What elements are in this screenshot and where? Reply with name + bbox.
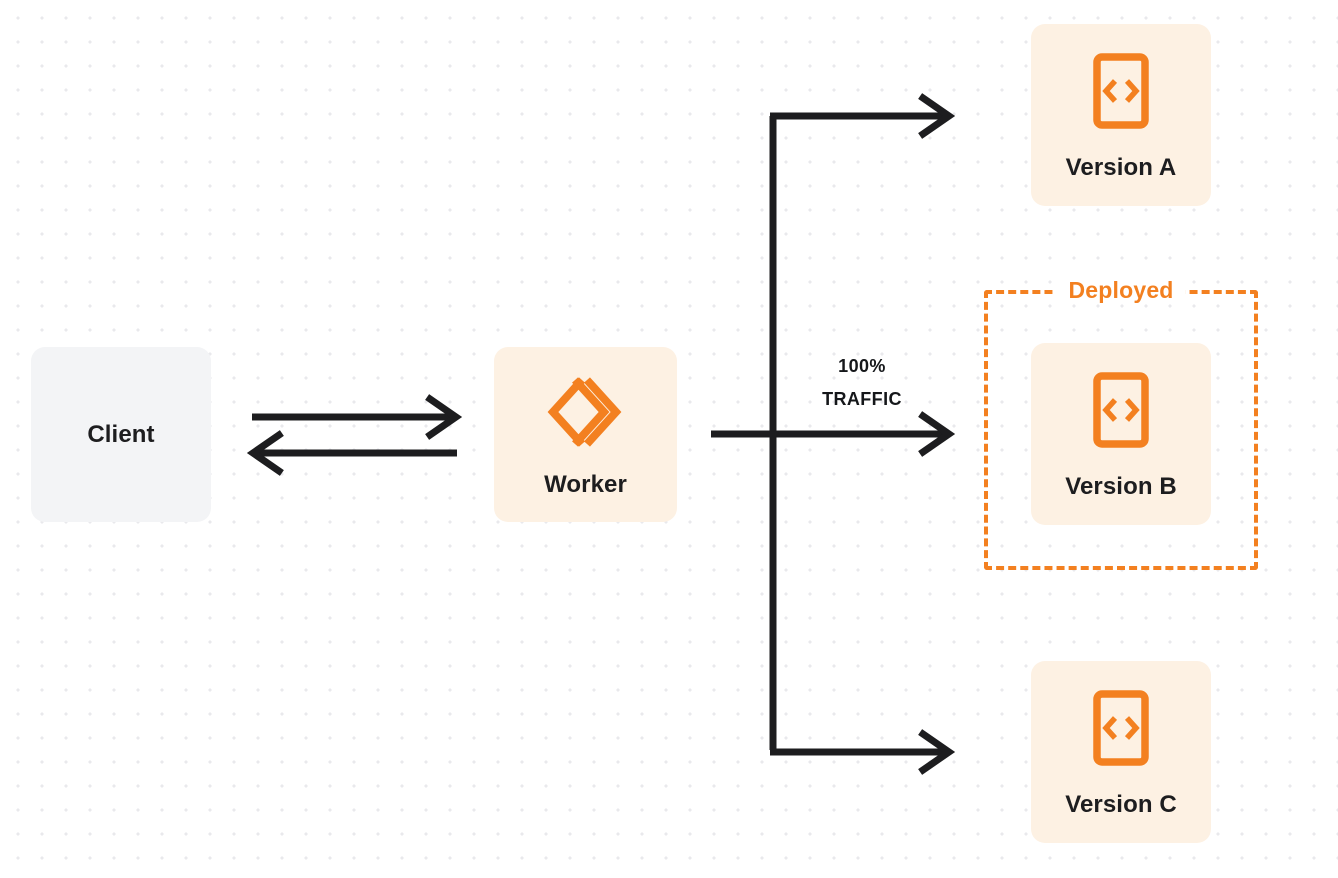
node-worker-label: Worker [544, 471, 627, 498]
traffic-percent: 100% [838, 356, 886, 376]
node-worker[interactable]: Worker [494, 347, 677, 522]
node-version-a-label: Version A [1065, 153, 1177, 181]
traffic-word: TRAFFIC [822, 389, 902, 410]
node-version-a[interactable]: Version A [1031, 24, 1211, 206]
edge-spine-to-version-a [770, 93, 956, 139]
node-version-b-label: Version B [1065, 472, 1177, 500]
code-brackets-icon [1093, 52, 1149, 134]
node-client[interactable]: Client [31, 347, 211, 522]
group-deployed-label: Deployed [1056, 277, 1186, 304]
node-version-c[interactable]: Version C [1031, 661, 1211, 843]
edge-worker-to-version-b [711, 411, 956, 457]
edge-spine-to-version-c [770, 729, 956, 775]
code-brackets-icon [1093, 371, 1149, 453]
edge-worker-to-client [246, 430, 457, 476]
edge-client-to-worker [252, 394, 463, 440]
node-version-c-label: Version C [1065, 790, 1177, 818]
code-brackets-icon [1093, 689, 1149, 771]
node-version-b[interactable]: Version B [1031, 343, 1211, 525]
node-client-label: Client [87, 420, 155, 448]
edge-label-traffic: 100% TRAFFIC [782, 350, 942, 417]
workers-logo-icon [547, 376, 625, 453]
